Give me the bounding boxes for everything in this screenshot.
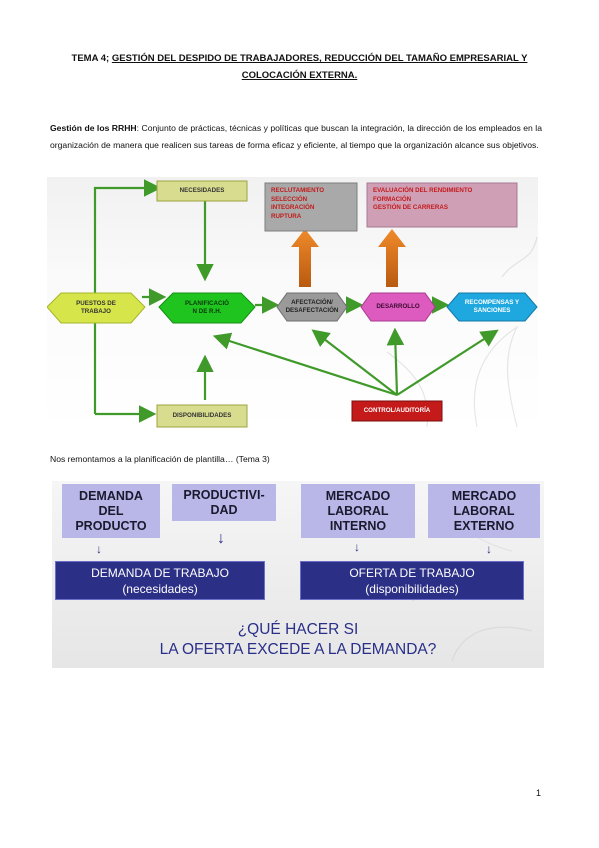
node-control-auditoria: CONTROL/AUDITORÍA: [363, 407, 431, 414]
intro-text: : Conjunto de prácticas, técnicas y polí…: [50, 123, 542, 150]
card-mercado-externo: MERCADO LABORAL EXTERNO: [428, 484, 540, 538]
card-1-line2: DEL: [98, 503, 124, 518]
title-line-2: COLOCACIÓN EXTERNA.: [40, 67, 559, 84]
box-right-item: GESTIÓN DE CARRERAS: [373, 204, 448, 211]
hex-puestos: [47, 292, 146, 324]
down-arrow-icon: ↓: [217, 530, 225, 547]
card-mercado-interno: MERCADO LABORAL INTERNO: [301, 484, 415, 538]
rect-control: [351, 400, 443, 422]
node-afectacion: AFECTACIÓN/ DESAFECTACIÓN: [277, 293, 347, 321]
node-puestos-de-trabajo: PUESTOS DE TRABAJO: [47, 293, 145, 323]
card-1-line1: DEMANDA: [79, 488, 143, 503]
hex-recompensas: [446, 292, 538, 322]
card-3-line3: INTERNO: [329, 518, 387, 533]
box-left-item: RUPTURA: [271, 212, 302, 220]
background-illustration: [386, 236, 538, 428]
hr-diagram-graphics: [47, 179, 538, 428]
slide-question: ¿QUÉ HACER SI LA OFERTA EXCEDE A LA DEMA…: [52, 620, 544, 660]
title-text-1: GESTIÓN DEL DESPIDO DE TRABAJADORES, RED…: [111, 53, 528, 64]
box-reclutamiento: RECLUTAMIENTO SELECCIÓN INTEGRACIÓN RUPT…: [265, 183, 357, 231]
rect-box-right: [366, 182, 518, 228]
node-planificacion: PLANIFICACIÓ N DE R.H.: [159, 293, 255, 323]
intro-term: Gestión de los RRHH: [50, 123, 137, 133]
title-prefix: TEMA 4;: [71, 53, 112, 64]
box-evaluacion: EVALUACIÓN DEL RENDIMIENTO FORMACIÓN GES…: [367, 183, 517, 227]
node-recompensas: RECOMPENSAS Y SANCIONES: [447, 293, 537, 321]
down-arrow-icon: ↓: [354, 540, 360, 554]
bar-demanda-trabajo: DEMANDA DE TRABAJO (necesidades): [55, 561, 265, 600]
card-1-line3: PRODUCTO: [75, 518, 147, 533]
card-productividad: PRODUCTIVI- DAD: [172, 484, 276, 521]
orange-arrow-left: [291, 229, 319, 287]
down-arrow-icon: ↓: [96, 542, 102, 556]
node-recompensas-line2: SANCIONES: [473, 307, 511, 314]
node-recompensas-line1: RECOMPENSAS Y: [464, 299, 520, 306]
bar-right-line2: (disponibilidades): [365, 581, 459, 596]
bar-right-line1: OFERTA DE TRABAJO: [349, 565, 475, 580]
title-text-2: COLOCACIÓN EXTERNA.: [241, 70, 358, 81]
diagram-caption: Nos remontamos a la planificación de pla…: [50, 454, 270, 464]
box-right-item: FORMACIÓN: [373, 195, 412, 203]
rect-box-left: [264, 182, 358, 232]
planning-slide: DEMANDA DEL PRODUCTO PRODUCTIVI- DAD MER…: [52, 481, 544, 668]
box-left-item: INTEGRACIÓN: [271, 204, 315, 211]
hex-desarrollo: [360, 292, 436, 322]
flow-arrows: [93, 179, 499, 423]
bar-left-line1: DEMANDA DE TRABAJO: [91, 565, 229, 580]
rect-disponibilidades: [156, 404, 248, 428]
rect-necesidades: [156, 180, 248, 202]
node-afectacion-line1: AFECTACIÓN/: [291, 299, 333, 306]
card-4-line2: LABORAL: [453, 503, 515, 518]
hex-afectacion: [276, 292, 348, 322]
bar-left-line2: (necesidades): [122, 581, 198, 596]
node-planificacion-line2: N DE R.H.: [192, 308, 222, 315]
card-4-line1: MERCADO: [451, 488, 517, 503]
node-desarrollo: DESARROLLO: [376, 303, 420, 310]
orange-arrow-right: [378, 229, 406, 287]
hex-planificacion: [158, 292, 256, 324]
card-3-line1: MERCADO: [325, 488, 391, 503]
card-3-line2: LABORAL: [327, 503, 389, 518]
hr-process-diagram: NECESIDADES PUESTOS DE TRABAJO PLANIFICA…: [47, 177, 538, 429]
node-necesidades: NECESIDADES: [179, 187, 225, 194]
intro-paragraph: Gestión de los RRHH: Conjunto de práctic…: [50, 120, 542, 154]
node-puestos-line2: TRABAJO: [81, 308, 111, 315]
box-left-item: RECLUTAMIENTO: [271, 187, 325, 194]
question-line2: LA OFERTA EXCEDE A LA DEMANDA?: [159, 641, 437, 658]
title-line-1: TEMA 4; GESTIÓN DEL DESPIDO DE TRABAJADO…: [40, 50, 559, 67]
card-4-line3: EXTERNO: [453, 518, 515, 533]
bar-oferta-trabajo: OFERTA DE TRABAJO (disponibilidades): [300, 561, 524, 600]
box-left-item: SELECCIÓN: [271, 195, 308, 203]
page-number: 1: [536, 788, 542, 798]
card-2-line2: DAD: [210, 502, 238, 517]
question-line1: ¿QUÉ HACER SI: [237, 621, 359, 638]
document-title: TEMA 4; GESTIÓN DEL DESPIDO DE TRABAJADO…: [40, 50, 559, 84]
node-puestos-line1: PUESTOS DE: [76, 300, 116, 307]
card-2-line1: PRODUCTIVI-: [183, 487, 265, 502]
down-arrow-icon: ↓: [486, 542, 492, 556]
node-afectacion-line2: DESAFECTACIÓN: [285, 307, 339, 314]
card-demanda-producto: DEMANDA DEL PRODUCTO: [62, 484, 160, 538]
node-disponibilidades: DISPONIBILIDADES: [172, 412, 232, 419]
box-right-item: EVALUACIÓN DEL RENDIMIENTO: [373, 187, 473, 194]
node-planificacion-line1: PLANIFICACIÓ: [185, 300, 229, 307]
